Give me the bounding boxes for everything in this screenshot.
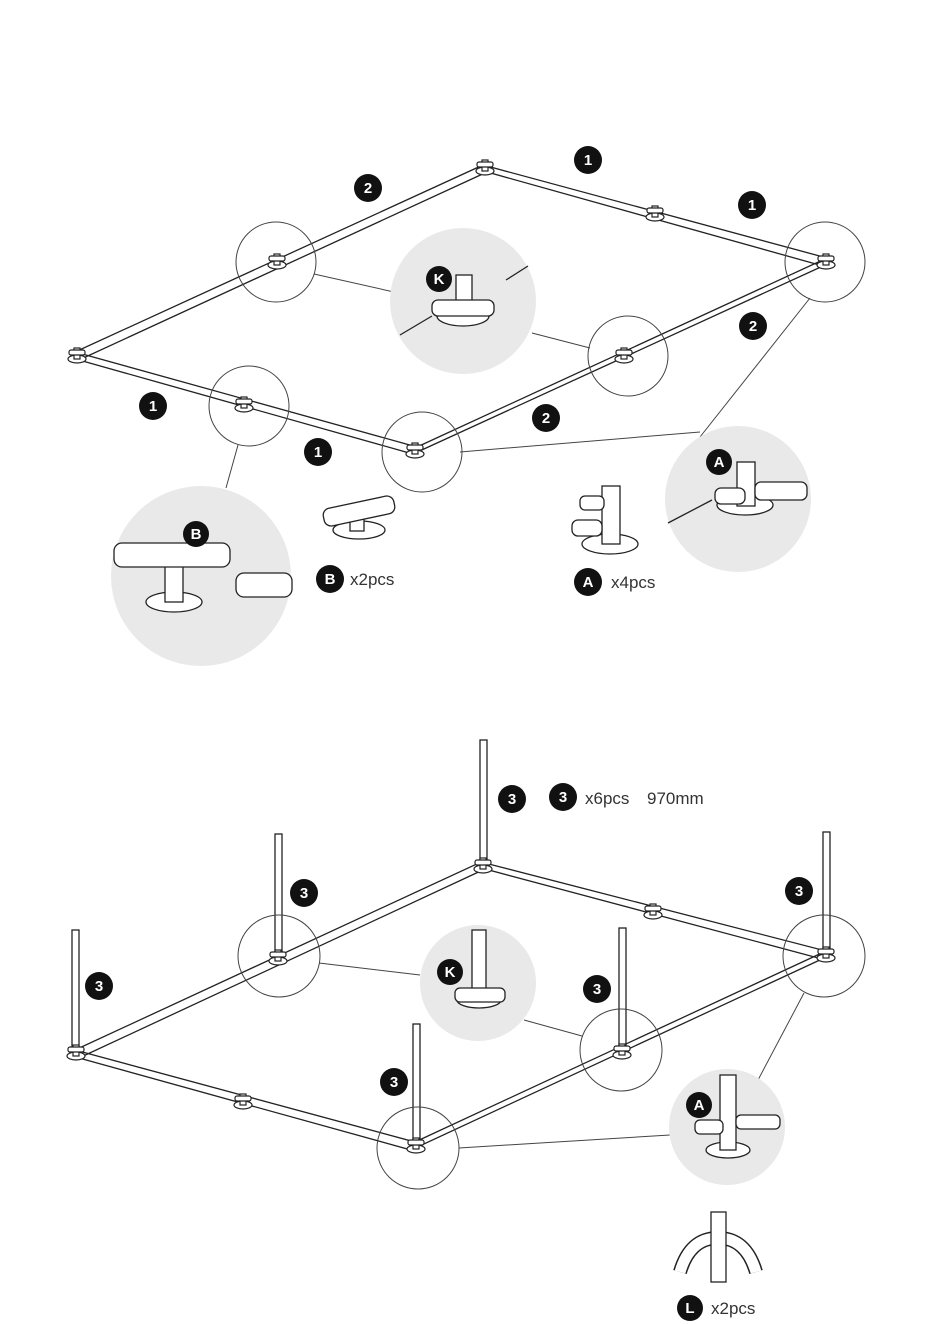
detail-k-connector [420,925,536,1041]
svg-text:A: A [714,454,725,471]
svg-text:B: B [325,571,336,588]
badge-pipe-1: 1 [574,146,602,174]
svg-text:3: 3 [95,978,103,995]
svg-text:3: 3 [593,981,601,998]
detail-a-connector [665,426,811,572]
part-l-caption: L x2pcs [677,1295,755,1321]
badge-pipe-2: 2 [739,312,767,340]
part-a-caption: A x4pcs [574,568,655,596]
detail-a-connector [669,1069,785,1185]
step1-frame: 2 1 1 2 2 1 1 K A B B x2pcs A x4pcs [68,146,865,666]
badge-b: B [183,521,209,547]
badge-pipe-1: 1 [304,438,332,466]
svg-text:L: L [685,1300,694,1317]
badge-a: A [706,449,732,475]
svg-text:1: 1 [748,197,756,214]
badge-pipe-3: 3 [380,1068,408,1096]
detail-b-connector [111,486,292,666]
svg-text:970mm: 970mm [647,789,704,808]
badge-pipe-3: 3 [290,879,318,907]
svg-text:1: 1 [314,444,322,461]
svg-text:2: 2 [542,410,550,427]
svg-text:x2pcs: x2pcs [711,1299,755,1318]
badge-pipe-2: 2 [532,404,560,432]
step2-frame: 3 3 3 3 3 3 K A 3 x6pcs 970mm L x2pcs [67,740,865,1321]
badge-pipe-3: 3 [785,877,813,905]
badge-pipe-3: 3 [583,975,611,1003]
svg-text:K: K [445,964,456,981]
svg-text:3: 3 [300,885,308,902]
svg-text:3: 3 [508,791,516,808]
svg-text:B: B [191,526,202,543]
svg-text:3: 3 [795,883,803,900]
svg-text:x2pcs: x2pcs [350,570,394,589]
svg-text:A: A [583,574,594,591]
badge-k: K [426,266,452,292]
svg-text:3: 3 [559,789,567,806]
badge-pipe-1: 1 [139,392,167,420]
badge-pipe-3: 3 [85,972,113,1000]
badge-a: A [686,1092,712,1118]
part-l-illustration [680,1212,756,1282]
pipe-3-caption: 3 x6pcs 970mm [549,783,704,811]
part-b-caption: B x2pcs [316,565,394,593]
svg-text:x6pcs: x6pcs [585,789,629,808]
svg-text:1: 1 [584,152,592,169]
badge-pipe-3: 3 [498,785,526,813]
part-a-illustration [572,486,638,554]
svg-text:x4pcs: x4pcs [611,573,655,592]
svg-text:2: 2 [364,180,372,197]
svg-text:2: 2 [749,318,757,335]
svg-text:K: K [434,271,445,288]
part-b-illustration [322,495,396,539]
svg-text:3: 3 [390,1074,398,1091]
badge-pipe-2: 2 [354,174,382,202]
badge-k: K [437,959,463,985]
svg-text:1: 1 [149,398,157,415]
badge-pipe-1: 1 [738,191,766,219]
svg-text:A: A [694,1097,705,1114]
detail-k-connector [390,228,536,374]
